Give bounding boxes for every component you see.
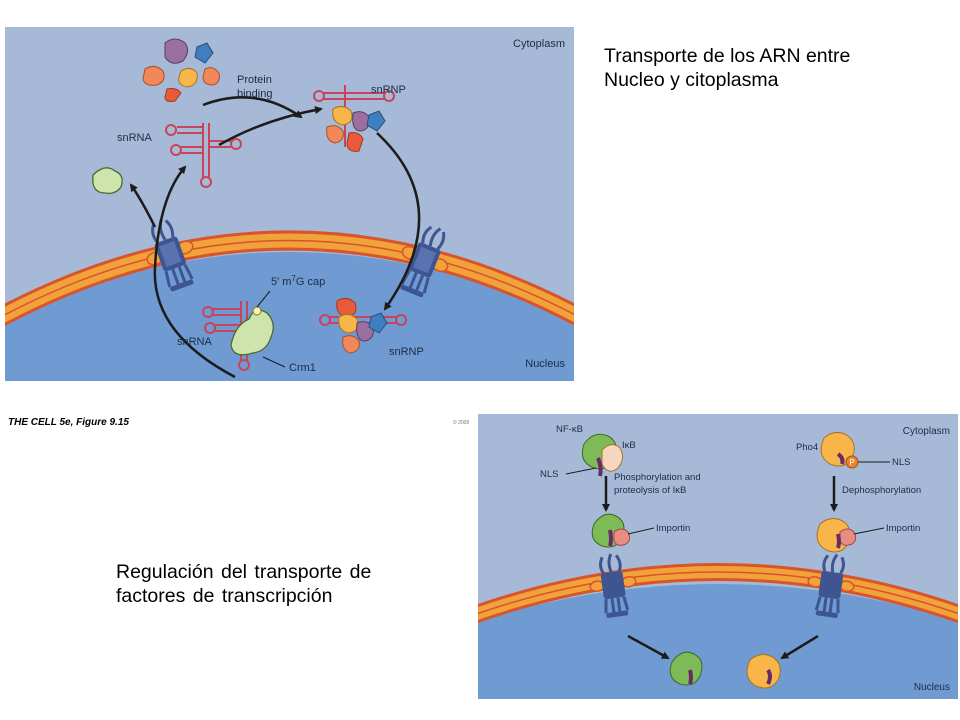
cap-marker [252,306,262,316]
nuclear-pore-2-right [807,553,855,618]
label-nls-left: NLS [540,469,558,480]
arrow-snrna-to-snrnp [218,106,323,147]
caption-rna-transport-line2: Nucleo y citoplasma [604,69,779,91]
label-importin-left: Importin [656,523,690,534]
phosphate-label: P [849,458,854,467]
label-crm1: Crm1 [289,362,316,374]
label-phos-line2: proteolysis of IκB [614,485,686,496]
pho4-importin-complex [816,518,857,553]
crm1-leader-line [262,356,286,368]
arrow-nfkb-into-nucleus [627,634,670,660]
label-pho4: Pho4 [796,442,818,453]
arrow-import [376,132,421,311]
arrow-export [153,165,236,379]
crm1-released [92,167,123,195]
snrnp-cytoplasm [313,85,395,152]
arrow-pho4-into-nucleus [780,634,819,660]
snrna-cytoplasm [165,123,242,188]
label-nucleus: Nucleus [525,358,565,370]
nls-left-leader [565,467,597,475]
tf-transport-diagram: P Cytoplasm Nucleus NF-κB IκB NLS Phosph… [478,414,958,699]
label-nfkb: NF-κB [556,424,583,435]
label-snrnp-bottom: snRNP [389,346,424,358]
label-nucleus-2: Nucleus [914,682,950,693]
tf-transport-figure: P Cytoplasm Nucleus NF-κB IκB NLS Phosph… [478,414,958,699]
nfkb-importin-complex [591,513,631,548]
caption-tf-transport-line1: Regulación del transporte de [116,561,372,583]
snrna-crm1-complex [202,301,274,371]
label-snrna-top: snRNA [117,132,153,144]
label-nls-right: NLS [892,457,910,468]
label-cytoplasm-2: Cytoplasm [903,426,950,437]
label-dephos: Dephosphorylation [842,485,921,496]
pho4-nucleus [746,654,781,689]
label-importin-right: Importin [886,523,920,534]
cap-leader-line [256,290,271,308]
label-protein-binding-line1: Protein [237,74,272,86]
nfkb-ikb-complex [581,433,624,477]
nuclear-pore-left [146,219,194,292]
arrow-crm1-release [129,183,157,228]
copyright-note: © 2009 [453,420,470,426]
caption-tf-transport-line2: factores de transcripción [116,585,333,607]
label-cytoplasm: Cytoplasm [513,38,565,50]
label-snrnp-top: snRNP [371,84,406,96]
arrow-protein-binding [202,96,303,119]
free-proteins [142,38,220,102]
caption-rna-transport-line1: Transporte de los ARN entre [604,45,851,67]
snrna-transport-figure: Cytoplasm Nucleus Protein binding snRNP … [5,27,574,381]
importin-right-leader [853,527,885,535]
label-ikb: IκB [622,440,636,451]
nucleus-region [5,252,574,381]
figure-credit: THE CELL 5e, Figure 9.15 [8,417,129,428]
snrnp-nucleus [319,297,407,354]
label-protein-binding-line2: binding [237,88,272,100]
snrna-transport-diagram: Cytoplasm Nucleus Protein binding snRNP … [5,27,574,381]
nfkb-nucleus [669,651,703,686]
label-snrna-bottom: snRNA [177,336,213,348]
crm1-protein [230,309,274,356]
label-cap: 5′ m7G cap [271,274,325,288]
label-phos-line1: Phosphorylation and [614,472,701,483]
nuclear-pore-2-left [589,553,637,618]
importin-left-leader [627,527,655,535]
